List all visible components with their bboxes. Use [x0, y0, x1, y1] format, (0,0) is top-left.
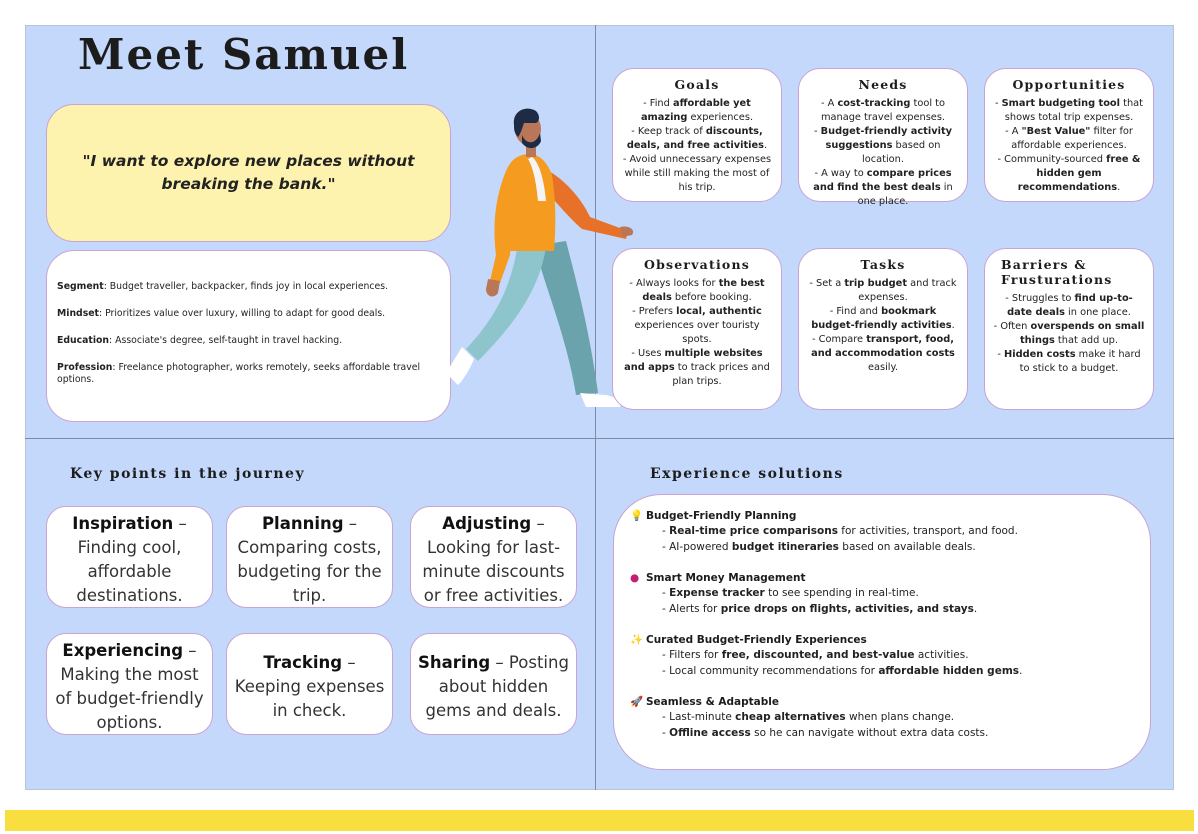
observations-body: - Always looks for the best deals before…: [624, 278, 770, 387]
journey-card-tracking: Tracking – Keeping expenses in check.: [226, 633, 393, 735]
page-title: Meet Samuel: [78, 30, 410, 79]
goals-card: Goals - Find affordable yet amazing expe…: [612, 68, 782, 202]
solution-group: 🚀Seamless & Adaptable - Last-minute chea…: [630, 695, 1150, 741]
journey-card-sharing: Sharing – Posting about hidden gems and …: [410, 633, 577, 735]
vertical-divider: [595, 25, 596, 790]
journey-card-experiencing: Experiencing – Making the most of budget…: [46, 633, 213, 735]
observations-title: Observations: [644, 257, 750, 272]
journey-title: Key points in the journey: [70, 466, 306, 482]
persona-hair: [513, 108, 539, 137]
persona-leg-back: [540, 241, 598, 395]
barriers-title: Barriers & Frusturations: [1001, 257, 1113, 287]
persona-hand-left: [486, 279, 500, 297]
persona-back-arm: [540, 167, 628, 239]
money-icon: ●: [630, 572, 640, 584]
profile-segment: Segment: Budget traveller, backpacker, f…: [57, 281, 389, 292]
solution-item: - Alerts for price drops on flights, act…: [662, 603, 978, 615]
persona-illustration: [446, 108, 634, 407]
solution-item: - Filters for free, discounted, and best…: [662, 649, 969, 661]
barriers-card: Barriers & Frusturations - Struggles to …: [984, 248, 1154, 410]
quote-box: "I want to explore new places without br…: [46, 104, 451, 242]
solutions-box: 💡Budget-Friendly Planning - Real-time pr…: [613, 494, 1151, 770]
needs-card: Needs - A cost-tracking tool to manage t…: [798, 68, 968, 207]
persona-beard: [522, 133, 541, 149]
journey-card-planning: Planning – Comparing costs, budgeting fo…: [226, 506, 393, 608]
rocket-icon: 🚀: [630, 696, 644, 708]
journey-card-adjusting: Adjusting – Looking for last-minute disc…: [410, 506, 577, 608]
solution-item: - Real-time price comparisons for activi…: [662, 525, 1018, 537]
persona-hand-right: [620, 226, 634, 237]
solution-item: - Expense tracker to see spending in rea…: [662, 587, 919, 599]
sparkles-icon: ✨: [630, 634, 644, 646]
solution-group: 💡Budget-Friendly Planning - Real-time pr…: [630, 509, 1150, 555]
tasks-body: - Set a trip budget and track expenses.-…: [809, 278, 957, 373]
persona-leg-front: [466, 243, 546, 361]
solution-item: - Offline access so he can navigate with…: [662, 727, 989, 739]
footer-accent-bar: [5, 810, 1194, 831]
solution-group: ✨Curated Budget-Friendly Experiences - F…: [630, 633, 1150, 679]
persona-front-arm: [490, 171, 520, 283]
lightbulb-icon: 💡: [630, 510, 644, 522]
solution-item: - AI-powered budget itineraries based on…: [662, 541, 976, 553]
needs-title: Needs: [858, 77, 908, 92]
persona-shoe-back: [580, 393, 621, 407]
opportunities-title: Opportunities: [1012, 77, 1126, 92]
solutions-title: Experience solutions: [650, 466, 844, 482]
opportunities-body: - Smart budgeting tool that shows total …: [994, 98, 1144, 193]
horizontal-divider: [25, 438, 1174, 439]
barriers-body: - Struggles to find up-to-date deals in …: [993, 293, 1145, 374]
tasks-card: Tasks - Set a trip budget and track expe…: [798, 248, 968, 410]
solution-item: - Local community recommendations for af…: [662, 665, 1023, 677]
journey-card-inspiration: Inspiration – Finding cool, affordable d…: [46, 506, 213, 608]
profile-profession: Profession: Freelance photographer, work…: [57, 362, 421, 385]
solution-item: - Last-minute cheap alternatives when pl…: [662, 711, 955, 723]
opportunities-card: Opportunities - Smart budgeting tool tha…: [984, 68, 1154, 202]
solution-group: ●Smart Money Management - Expense tracke…: [630, 571, 1150, 617]
goals-title: Goals: [674, 77, 720, 92]
profile-education: Education: Associate's degree, self-taug…: [57, 335, 343, 346]
persona-quote: "I want to explore new places without br…: [82, 152, 415, 193]
needs-body: - A cost-tracking tool to manage travel …: [813, 98, 953, 207]
tasks-title: Tasks: [860, 257, 906, 272]
profile-box: Segment: Budget traveller, backpacker, f…: [46, 250, 451, 422]
goals-body: - Find affordable yet amazing experience…: [622, 98, 772, 193]
persona-shoe-front: [446, 347, 474, 385]
profile-mindset: Mindset: Prioritizes value over luxury, …: [57, 308, 386, 319]
persona-shirt: [528, 157, 546, 201]
observations-card: Observations - Always looks for the best…: [612, 248, 782, 410]
